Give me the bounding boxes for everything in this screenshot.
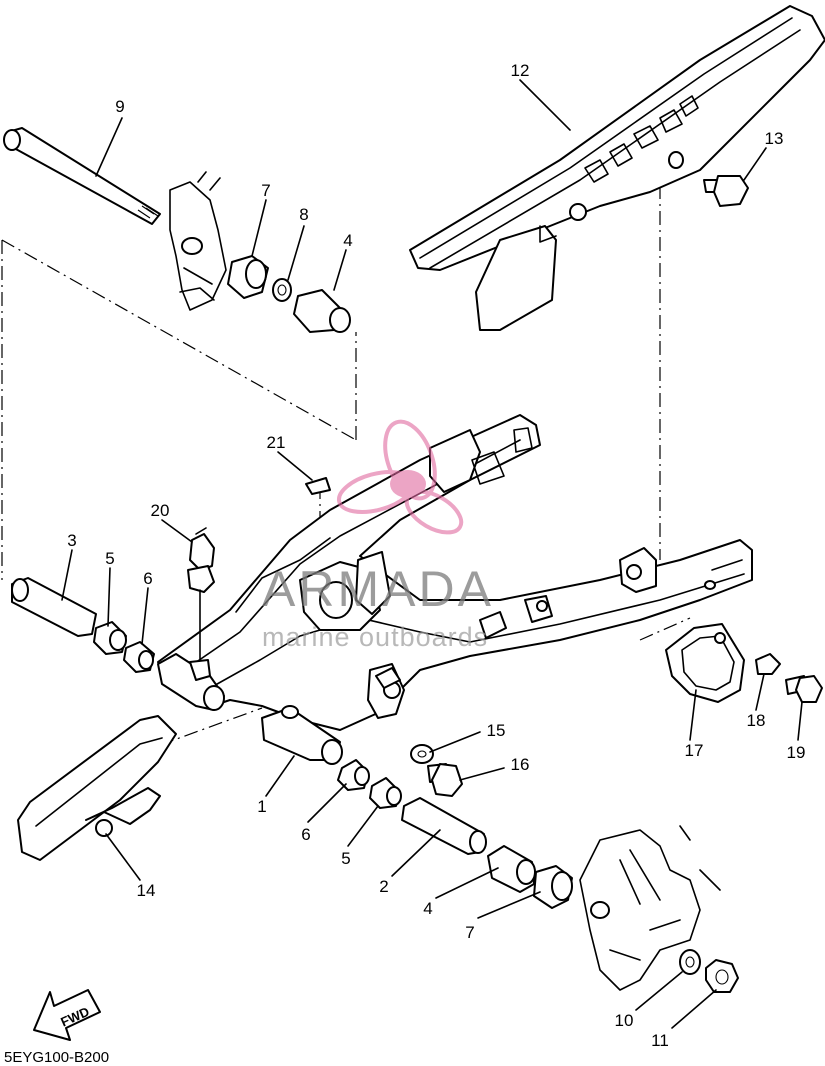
- callout-14: 14: [137, 881, 156, 900]
- bushing-right-5: [369, 777, 402, 809]
- callout-11: 11: [651, 1031, 669, 1050]
- callout-15: 15: [487, 721, 506, 740]
- leader-lines: [61, 79, 803, 1029]
- bolt-18: [755, 653, 781, 675]
- watermark-brand: ARMADA: [262, 561, 494, 617]
- pivot-shaft: [3, 127, 161, 225]
- chain-guide: [17, 715, 177, 861]
- callout-9: 9: [115, 97, 124, 116]
- frame-bracket-lower: [579, 825, 721, 991]
- fwd-arrow: FWD: [33, 989, 101, 1041]
- callout-2: 2: [379, 877, 388, 896]
- callout-6-left: 6: [143, 569, 152, 588]
- grease-nipple: [187, 527, 215, 661]
- washer-10: [679, 949, 701, 975]
- callout-10: 10: [615, 1011, 634, 1030]
- armada-watermark: [337, 419, 464, 535]
- callout-18: 18: [747, 711, 766, 730]
- collar-upper: [227, 255, 269, 299]
- callout-20: 20: [151, 501, 170, 520]
- watermark-tagline: marine outboards: [262, 622, 488, 652]
- callout-21: 21: [267, 433, 286, 452]
- bushing-right-long: [401, 797, 487, 855]
- callout-4-right: 4: [423, 899, 432, 918]
- callout-19: 19: [787, 743, 806, 762]
- drawing-code: 5EYG100-B200: [4, 1049, 109, 1066]
- swingarm: [157, 414, 753, 765]
- bushing-upper: [293, 289, 351, 333]
- chain-case-bolt: [703, 175, 749, 207]
- bushing-left-long: [11, 577, 97, 637]
- callout-3: 3: [67, 531, 76, 550]
- callout-4-upper: 4: [343, 231, 352, 250]
- bushing-left-5: [93, 621, 127, 655]
- bolt-19: [785, 675, 823, 703]
- washer: [272, 278, 292, 302]
- bushing-right-6: [337, 759, 370, 791]
- chain-case: [409, 5, 825, 331]
- callout-17: 17: [685, 741, 704, 760]
- nut-11: [705, 959, 739, 993]
- callout-labels: 9 7 8 4 12 13 21 20 3 5 6 1 6 5 2 4 7 15…: [67, 61, 805, 1050]
- callout-1: 1: [257, 797, 266, 816]
- callout-16: 16: [511, 755, 530, 774]
- sprocket-guard-plate: [665, 623, 745, 703]
- callout-6-right: 6: [301, 825, 310, 844]
- washer-15: [410, 744, 434, 764]
- bushing-left-6: [123, 641, 155, 673]
- collar-right-7: [533, 865, 573, 909]
- callout-7-right: 7: [465, 923, 474, 942]
- small-plate: [305, 477, 331, 495]
- bolt-16: [427, 763, 463, 797]
- callout-13: 13: [765, 129, 784, 148]
- callout-12: 12: [511, 61, 530, 80]
- frame-bracket-upper: [169, 171, 227, 311]
- callout-5-right: 5: [341, 849, 350, 868]
- callout-8: 8: [299, 205, 308, 224]
- callout-5-left: 5: [105, 549, 114, 568]
- alignment-lines: [1, 185, 691, 746]
- callout-7-upper: 7: [261, 181, 270, 200]
